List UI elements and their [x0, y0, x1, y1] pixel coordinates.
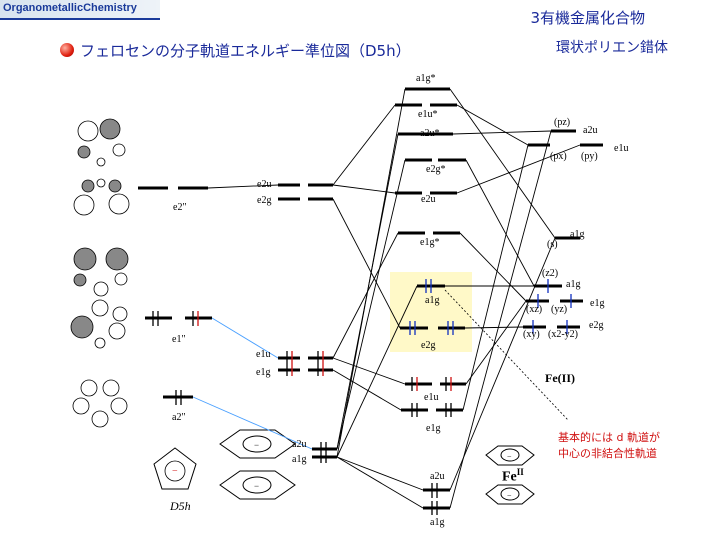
label-metal-py: (py) [581, 151, 598, 162]
label-mo-e2g: e2g [421, 340, 436, 351]
label-mid-e1g: e1g [256, 367, 271, 378]
fe-charge: II [516, 467, 524, 477]
label-mid-e2g: e2g [257, 195, 272, 206]
dotted-pointer [444, 289, 569, 421]
label-mo-a2u-star: a2u* [420, 128, 440, 139]
label-mo-e1u-star: e1u* [418, 109, 438, 120]
label-mid-e2u: e2u [257, 179, 272, 190]
label-metal-xy: (xy) [523, 329, 540, 340]
bullet-icon [60, 43, 74, 57]
note-line-2: 中心の非結合性軌道 [558, 447, 657, 460]
label-metal-a1g: a1g [570, 229, 585, 240]
note-line-1: 基本的には d 軌道が [558, 431, 660, 444]
d5h-label: D5h [170, 499, 191, 513]
chapter-title: 3有機金属化合物 [530, 9, 645, 27]
course-header: OrganometallicChemistry [0, 0, 160, 18]
label-metal-s: (s) [547, 239, 558, 250]
label-metal-e1g: e1g [590, 298, 605, 309]
label-metal-e1u: e1u [614, 143, 629, 154]
label-metal-xz: (xz) [526, 304, 543, 315]
label-mo-a1g: a1g [425, 295, 440, 306]
label-metal-px: (px) [550, 151, 567, 162]
label-metal-e2g: e2g [589, 320, 604, 331]
mo-levels [395, 87, 466, 510]
label-mid-a2u: a2u [292, 439, 307, 450]
slide-title: フェロセンの分子軌道エネルギー準位図（D5h） [80, 42, 411, 60]
label-ligand-e2: e2" [173, 202, 187, 213]
label-metal-a1g-d: a1g [566, 279, 581, 290]
label-mo-a2u: a2u [430, 471, 445, 482]
label-metal-z2: (z2) [542, 268, 559, 279]
mid-levels [278, 183, 337, 459]
label-mo-a1g-bottom: a1g [430, 517, 445, 528]
label-metal-a2u: a2u [583, 125, 598, 136]
subchapter-title: 環状ポリエン錯体 [556, 40, 668, 56]
fe-symbol: Fe [502, 469, 517, 485]
label-metal-x2y2: (x2-y2) [548, 329, 578, 340]
svg-text:−: − [172, 466, 178, 477]
label-mid-e1u: e1u [256, 349, 271, 360]
svg-text:−: − [254, 481, 259, 491]
ligand-levels [138, 186, 212, 399]
label-metal-yz: (yz) [551, 304, 568, 315]
label-mo-e1g: e1g [426, 423, 441, 434]
label-mo-e2u: e2u [421, 194, 436, 205]
fe-ii-label: Fe(II) [545, 371, 575, 385]
ring-e2-upper [77, 118, 126, 167]
label-mo-a1g-star: a1g* [416, 73, 436, 84]
blue-correlation-lines [192, 317, 313, 450]
label-metal-pz: (pz) [554, 117, 571, 128]
sandwich-ligands: − − [219, 429, 296, 500]
svg-text:−: − [254, 440, 259, 450]
label-mid-a1g: a1g [292, 454, 307, 465]
electrons [152, 279, 572, 515]
label-ligand-e1: e1" [172, 334, 186, 345]
label-mo-e1g-star: e1g* [420, 237, 440, 248]
correlation-lines [207, 88, 581, 509]
course-title: OrganometallicChemistry [3, 2, 137, 14]
ring-e1-lower [70, 299, 128, 349]
svg-text:−: − [507, 452, 512, 461]
cp-pentagon-d5h: − [153, 447, 197, 490]
label-ligand-a2: a2" [172, 412, 186, 423]
metal-levels [523, 129, 603, 329]
svg-text:−: − [507, 491, 512, 500]
ring-e2-lower [73, 178, 130, 216]
ring-e1-upper [73, 247, 129, 297]
nonbonding-note: 基本的には d 軌道が 中心の非結合性軌道 [558, 430, 660, 462]
label-mo-e2g-star: e2g* [426, 164, 446, 175]
ferrocene-ligands: − − [485, 445, 535, 505]
header-underline [0, 18, 160, 20]
ferrocene-fe-label: FeII [502, 467, 524, 486]
label-mo-e1u: e1u [424, 392, 439, 403]
ring-a2 [72, 379, 128, 428]
